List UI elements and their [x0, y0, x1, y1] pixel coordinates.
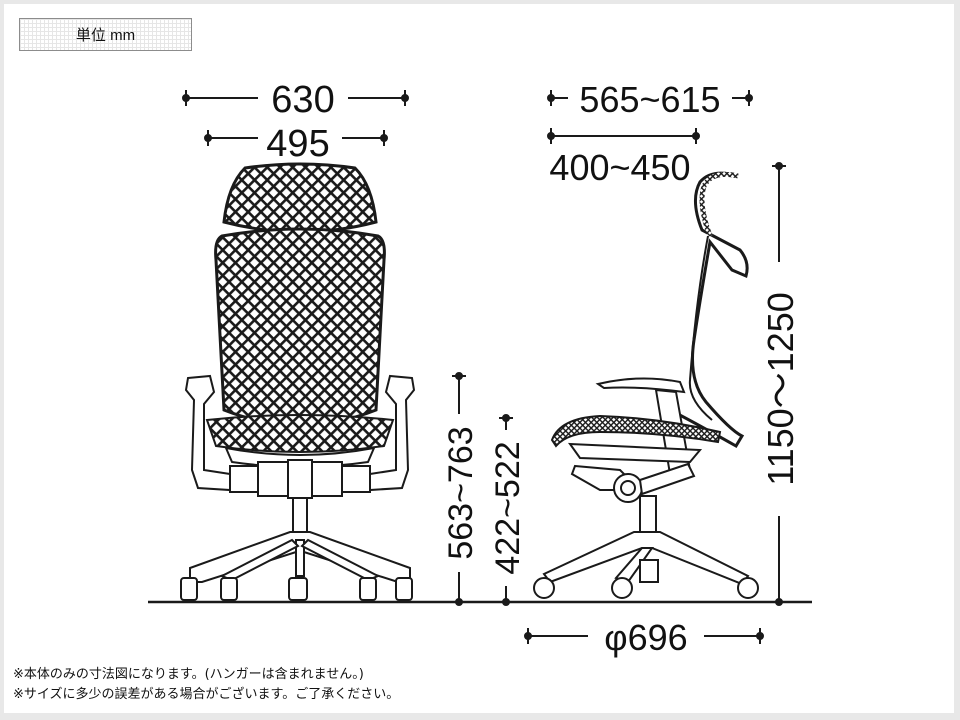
overall-width-value: 630 — [271, 79, 334, 121]
dim-armrest-height — [452, 372, 466, 606]
dim-base-diameter — [524, 628, 764, 644]
dim-overall-width — [182, 90, 409, 106]
dim-overall-height — [772, 162, 786, 606]
dim-seat-width — [204, 130, 388, 146]
notes: ※本体のみの寸法図になります。(ハンガーは含まれません。) ※サイズに多少の誤差… — [13, 665, 399, 705]
unit-label: 単位 mm — [75, 27, 136, 44]
armrest-height-value: 563~763 — [442, 426, 480, 559]
front-view-chair — [180, 162, 416, 601]
unit-label-box: 単位 mm — [19, 18, 192, 51]
note-2: ※サイズに多少の誤差がある場合がございます。ご了承ください。 — [13, 687, 400, 702]
overall-height-value: 1150～1250 — [760, 292, 801, 486]
dim-overall-depth — [547, 90, 753, 106]
diagram-frame — [4, 4, 954, 713]
base-diameter-value: φ696 — [604, 617, 687, 658]
dim-seat-height — [499, 414, 513, 606]
seat-height-value: 422~522 — [489, 441, 527, 574]
side-view-chair — [533, 171, 759, 599]
overall-depth-value: 565~615 — [579, 79, 720, 120]
note-1: ※本体のみの寸法図になります。(ハンガーは含まれません。) — [13, 667, 364, 682]
seat-depth-value: 400~450 — [549, 147, 690, 188]
dim-seat-depth — [547, 128, 700, 144]
seat-width-value: 495 — [266, 123, 329, 165]
